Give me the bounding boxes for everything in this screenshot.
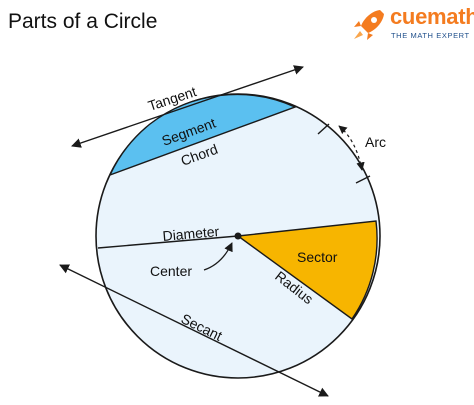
sector-label: Sector xyxy=(297,249,338,265)
arc-label: Arc xyxy=(365,134,386,150)
center-label: Center xyxy=(150,263,192,279)
secant-line xyxy=(59,264,329,397)
brand-name: cuemath xyxy=(390,4,474,29)
diameter-label: Diameter xyxy=(162,223,220,244)
center-point xyxy=(234,232,242,240)
brand-tagline: THE MATH EXPERT xyxy=(391,31,470,40)
tangent-line xyxy=(71,65,304,148)
rocket-icon xyxy=(354,10,384,40)
brand-logo xyxy=(354,10,384,40)
arc-tick-bottom xyxy=(355,175,371,184)
page-title: Parts of a Circle xyxy=(8,10,158,33)
diameter-line xyxy=(97,235,239,249)
arc-tick-top xyxy=(317,123,330,135)
center-pointer-arrow xyxy=(203,242,233,271)
